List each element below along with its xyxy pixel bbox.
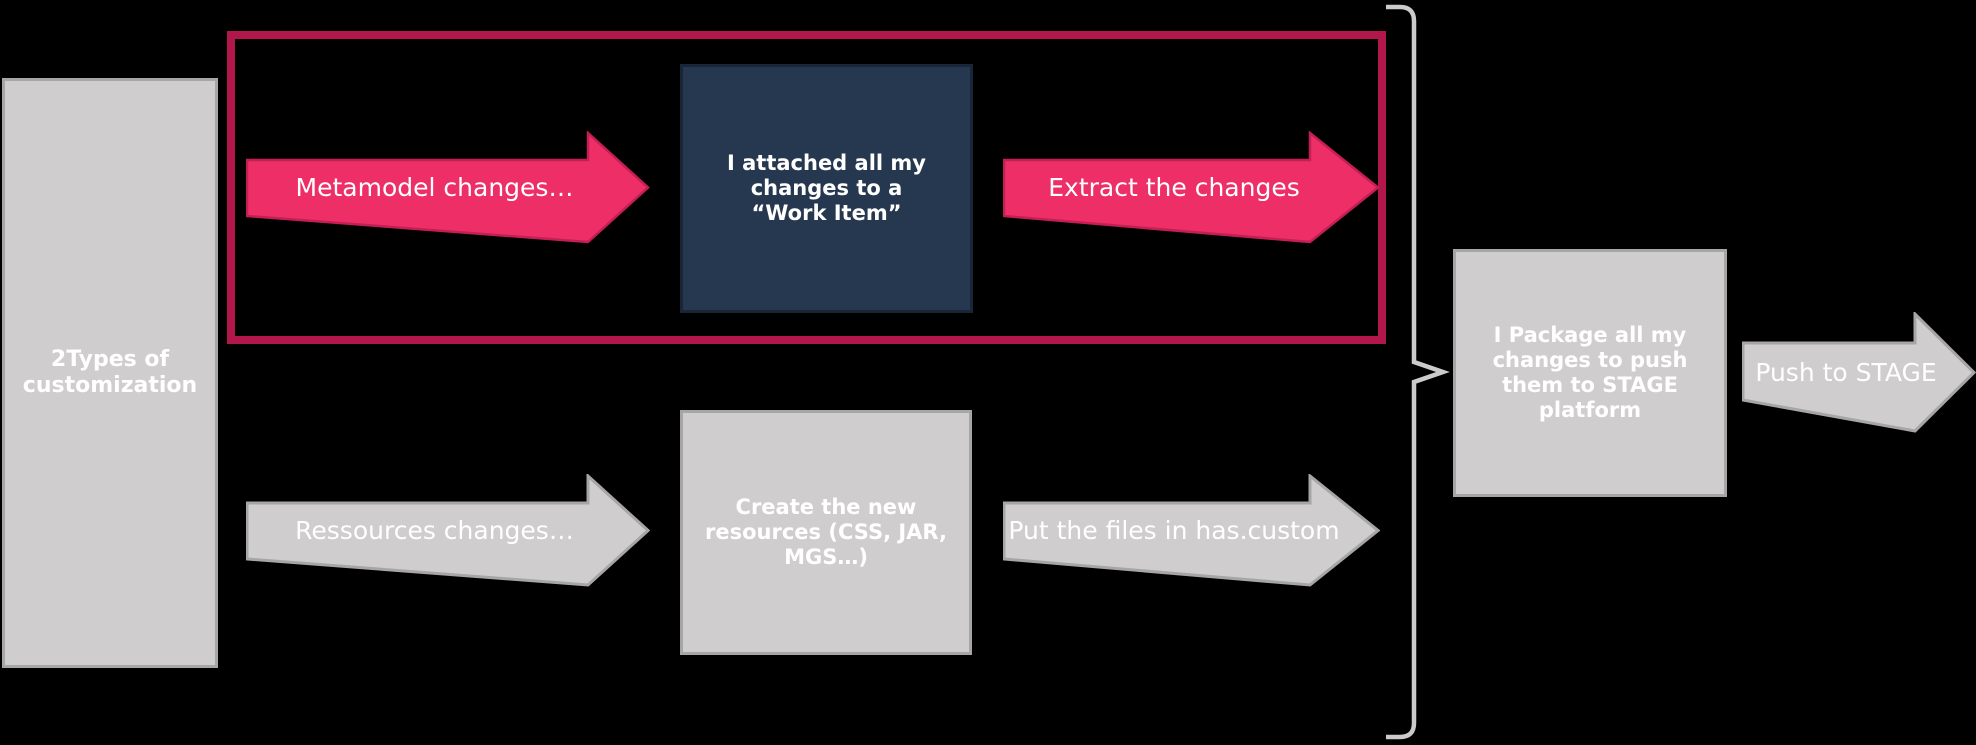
box-line: changes to push <box>1492 348 1688 373</box>
right-arrow-icon <box>1003 474 1380 587</box>
package-changes-box: I Package all my changes to push them to… <box>1453 249 1727 497</box>
box-line: them to STAGE <box>1502 373 1678 397</box>
right-arrow-icon <box>1742 312 1976 433</box>
push-to-stage-arrow: Push to STAGE <box>1742 312 1976 433</box>
work-item-box: I attached all my changes to a “Work Ite… <box>680 64 973 313</box>
box-line: Create the new <box>735 495 917 520</box>
box-line: “Work Item” <box>751 200 902 225</box>
box-line: platform <box>1538 397 1642 422</box>
box-line: I Package all my <box>1493 323 1687 348</box>
arrow-label: Put the files in has.custom <box>1008 516 1340 545</box>
box-line: I attached all my <box>727 151 926 176</box>
right-arrow-icon <box>246 474 650 587</box>
right-brace-icon <box>1386 4 1450 740</box>
arrow-label: Push to STAGE <box>1755 358 1937 387</box>
box-line: changes to a <box>750 176 903 201</box>
arrow-label: Extract the changes <box>1048 173 1300 202</box>
arrow-label: Ressources changes… <box>295 516 574 545</box>
put-files-arrow: Put the files in has.custom <box>1003 474 1380 587</box>
box-line: MGS…) <box>784 544 868 569</box>
metamodel-changes-arrow: Metamodel changes… <box>246 131 650 244</box>
highlight-frame <box>227 31 1386 344</box>
arrow-label: Metamodel changes… <box>295 173 574 202</box>
box-line: resources (CSS, JAR, <box>705 520 947 545</box>
box-line: customization <box>22 373 198 398</box>
extract-changes-arrow: Extract the changes <box>1003 131 1380 244</box>
types-of-customization-box: 2Types of customization <box>2 78 218 668</box>
create-resources-box: Create the new resources (CSS, JAR, MGS…… <box>680 410 972 655</box>
right-arrow-icon <box>246 131 650 244</box>
right-arrow-icon <box>1003 131 1380 244</box>
ressources-changes-arrow: Ressources changes… <box>246 474 650 587</box>
box-line: 2Types of <box>50 347 170 373</box>
grouping-brace <box>1378 0 1453 745</box>
